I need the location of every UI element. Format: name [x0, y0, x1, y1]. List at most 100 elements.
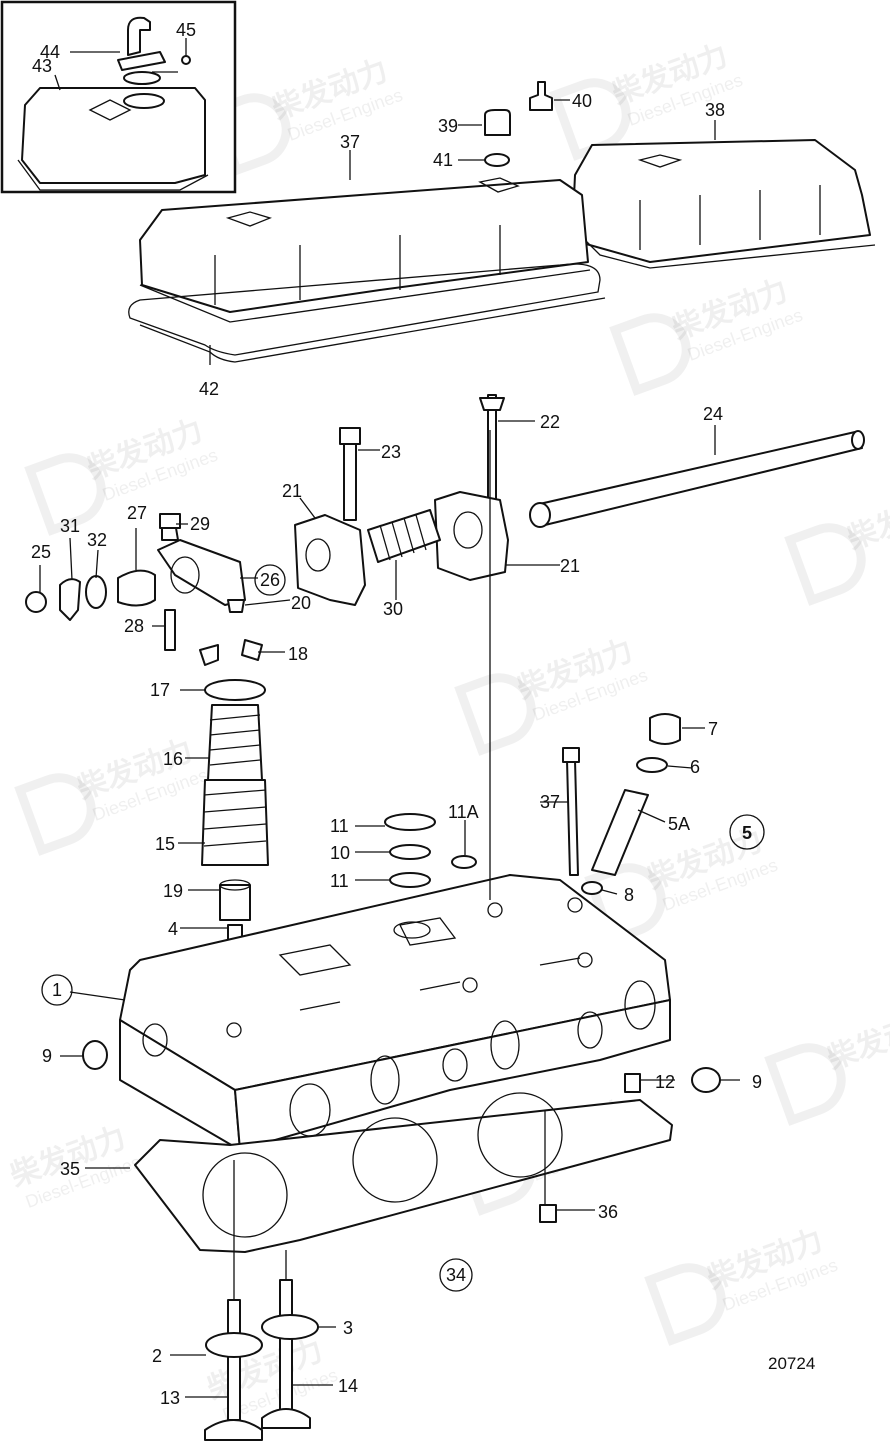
- callout-31: 31: [60, 516, 80, 536]
- valve-cover-right-flange: [584, 239, 876, 269]
- callout-14: 14: [338, 1376, 358, 1396]
- callout-40: 41: [433, 150, 453, 170]
- callout-13: 13: [160, 1388, 180, 1408]
- leader-lines: [39, 38, 740, 1398]
- callout-20: 20: [291, 593, 311, 613]
- inset-filler-port: [88, 99, 132, 121]
- callout-19: 19: [163, 881, 183, 901]
- callout-36: 37: [540, 792, 560, 812]
- valve-head-14: [261, 1408, 311, 1429]
- head-gasket: [134, 1092, 673, 1253]
- valve-seal-19: [219, 884, 251, 921]
- inset-valve-cover: [21, 87, 206, 184]
- callout-1-circle: [41, 974, 73, 1006]
- callout-21-right: 21: [560, 556, 580, 576]
- callout-41: 42: [199, 379, 219, 399]
- watermark-logo: [764, 1043, 846, 1126]
- bolt-23-head: [339, 427, 361, 445]
- cap-25: [25, 591, 47, 613]
- callout-39: 40: [572, 91, 592, 111]
- bolt-hole: [226, 1022, 242, 1038]
- seal-7: [636, 757, 668, 773]
- oil-feed-stud-22: [487, 394, 497, 511]
- callout-16: 16: [163, 749, 183, 769]
- watermark-logo: [24, 453, 106, 536]
- watermark-logo: [549, 78, 631, 161]
- callout-5-circle: [729, 814, 765, 850]
- inset-cap-body: [117, 51, 166, 71]
- valves: [204, 1279, 319, 1441]
- washer-32: [85, 575, 107, 609]
- bushing-27: [117, 569, 156, 607]
- spring-30-coils: [379, 514, 427, 561]
- head-gasket-plate: [134, 1099, 673, 1253]
- rocker-bracket-right-bore: [453, 511, 483, 549]
- callout-21-left: 21: [282, 481, 302, 501]
- rocker-shaft-end-far: [851, 430, 865, 450]
- watermark-cn: 柴发动力: [843, 483, 890, 557]
- callout-5A: 5A: [668, 814, 690, 834]
- diagram-reference-number: 20724: [768, 1354, 815, 1373]
- rocker-shaft-end: [529, 502, 551, 528]
- inset-breather-pipe: [127, 16, 151, 56]
- spring-retainer-17: [204, 679, 266, 701]
- injector-bore: [393, 921, 431, 939]
- valve-stem-13: [227, 1299, 241, 1421]
- rocker-bracket-left-bore: [305, 538, 331, 572]
- washer-11A: [451, 855, 477, 869]
- core-plug-9-left: [82, 1040, 108, 1070]
- plug-12: [624, 1073, 641, 1093]
- watermark-logo: [209, 93, 291, 176]
- valve-train: [199, 639, 269, 996]
- valve-cap-20: [227, 599, 245, 613]
- bolt-hole: [577, 952, 593, 968]
- callout-37-left: 37: [340, 132, 360, 152]
- injector-sleeve-group: [562, 713, 681, 895]
- seal-6: [581, 881, 603, 895]
- callout-15: 15: [155, 834, 175, 854]
- bolt-36: [566, 759, 579, 876]
- callout-17: 17: [150, 680, 170, 700]
- callout-27: 27: [127, 503, 147, 523]
- callout-4: 4: [168, 919, 178, 939]
- callout-29: 29: [190, 514, 210, 534]
- callout-11-bottom: 11: [330, 871, 349, 891]
- valve-cover-left-ribs: [214, 225, 501, 305]
- inset-screw: [181, 55, 191, 65]
- valve-seat-2: [205, 1332, 263, 1358]
- callout-1: 1: [52, 980, 62, 1000]
- callout-42: 43: [32, 56, 52, 76]
- nut-29: [161, 527, 179, 541]
- callout-5: 5: [742, 823, 752, 843]
- valve-cover-right-ribs: [639, 185, 821, 250]
- outer-spring-coils: [203, 789, 267, 847]
- callout-30: 30: [383, 599, 403, 619]
- outer-spring-15: [201, 779, 269, 866]
- inset-oil-filler: [0, 0, 237, 194]
- oil-feed-stud-head: [479, 397, 505, 411]
- callout-38: 39: [438, 116, 458, 136]
- valve-cover-left-ports: [225, 177, 520, 227]
- plug-35: [539, 1204, 557, 1223]
- callout-3: 3: [343, 1318, 353, 1338]
- sleeve-cap-8: [649, 713, 681, 745]
- callout-43: 44: [40, 42, 60, 62]
- exhaust-port-2: [370, 1055, 400, 1105]
- callout-labels: 45 44 43 37 38 39 40 41 42 22 24 23 21 2…: [31, 20, 815, 1408]
- sensor-39: [529, 81, 553, 111]
- callout-32: 32: [87, 530, 107, 550]
- callout-37-right: 38: [705, 100, 725, 120]
- watermark-logo: [784, 523, 866, 606]
- gasket-bore-3: [477, 1092, 563, 1178]
- watermark-logo: [14, 773, 96, 856]
- cylinder-head: [82, 874, 721, 1151]
- gasket-bore-2: [352, 1117, 438, 1203]
- washer-11-top: [384, 813, 436, 831]
- inner-spring-coils: [209, 714, 261, 766]
- callout-11-top: 11: [330, 816, 349, 836]
- watermark-logo: [644, 1263, 726, 1346]
- washer-10: [389, 844, 431, 860]
- callout-23: 23: [381, 442, 401, 462]
- valve-cover-assembly: [128, 81, 876, 363]
